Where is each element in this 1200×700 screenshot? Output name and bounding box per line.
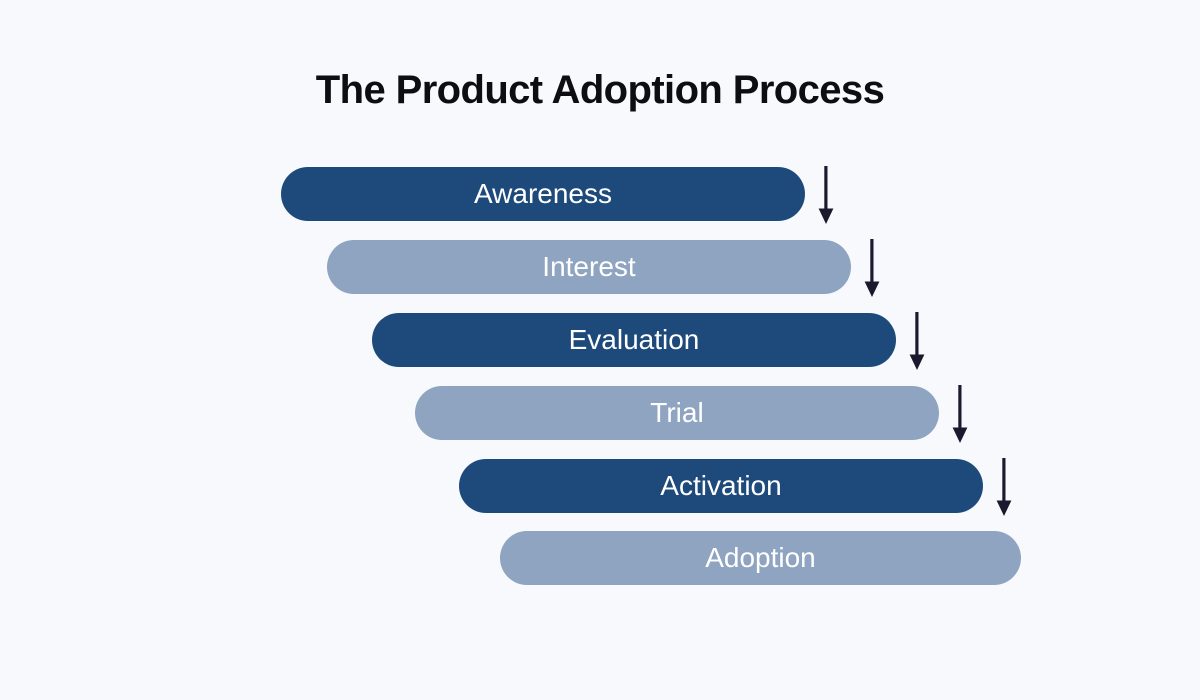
arrow-down-icon <box>861 239 883 299</box>
funnel-stage-label: Awareness <box>473 178 612 209</box>
funnel-stage-interest[interactable]: Interest <box>327 240 851 294</box>
funnel-stage-activation[interactable]: Activation <box>459 459 983 513</box>
funnel-stage-label: Evaluation <box>568 324 700 355</box>
funnel-stage-label: Interest <box>542 251 636 282</box>
arrow-down-icon <box>993 458 1015 518</box>
page-title: The Product Adoption Process <box>315 68 885 112</box>
funnel-stage-label: Adoption <box>705 542 816 573</box>
funnel-stage-label: Trial <box>650 397 704 428</box>
funnel-stage-label: Activation <box>660 470 782 501</box>
funnel-stage-trial[interactable]: Trial <box>415 386 939 440</box>
arrow-down-icon <box>949 385 971 445</box>
funnel-stage-adoption[interactable]: Adoption <box>500 531 1021 585</box>
arrow-down-icon <box>906 312 928 372</box>
funnel-stage-awareness[interactable]: Awareness <box>281 167 805 221</box>
funnel-stage-evaluation[interactable]: Evaluation <box>372 313 896 367</box>
arrow-down-icon <box>815 166 837 226</box>
